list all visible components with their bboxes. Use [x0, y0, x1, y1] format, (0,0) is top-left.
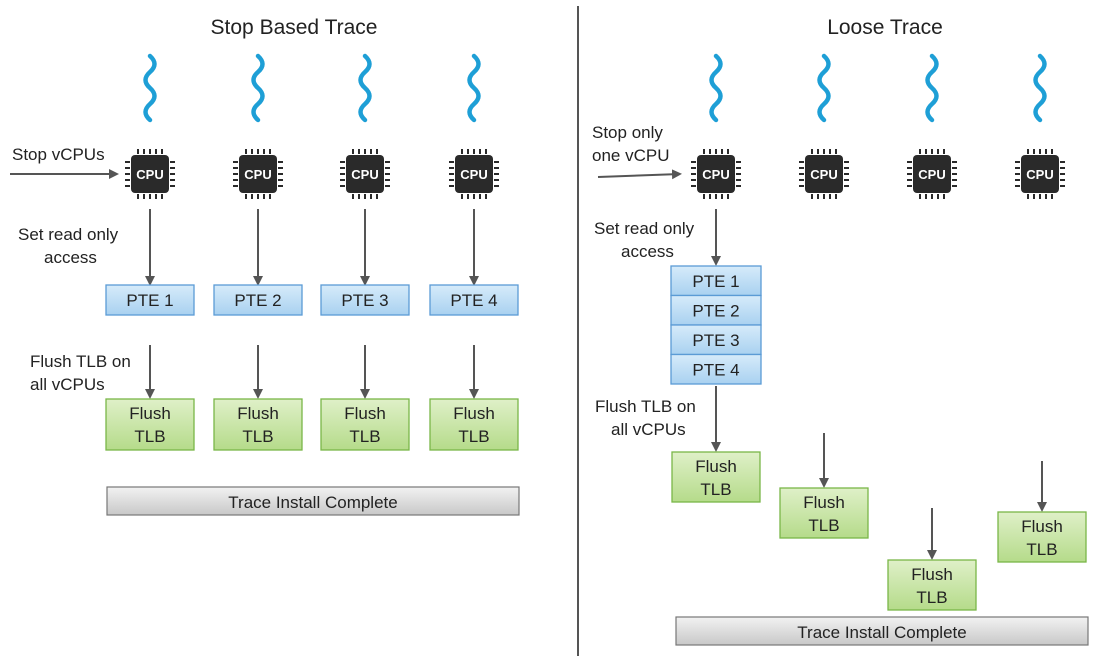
left-trace-install-label: Trace Install Complete — [228, 493, 397, 512]
left-trace-install-banner — [106, 486, 520, 516]
right-flush-tlb-4-label-line1: Flush — [1021, 517, 1063, 536]
right-panel: Loose Trace CPU CPU CPU CPU Stop only one v… — [592, 16, 1089, 646]
right-cpu-1-label: CPU — [702, 167, 729, 182]
left-cpu-2: CPU — [233, 149, 283, 199]
right-flush-label-line1: Flush TLB on — [595, 397, 696, 416]
right-trace-install-label: Trace Install Complete — [797, 623, 966, 642]
left-cpu-3-label: CPU — [351, 167, 378, 182]
left-set-label-line1: Set read only — [18, 225, 119, 244]
left-panel: Stop Based Trace CPU CPU CPU CPU Stop vCPUs… — [10, 16, 520, 516]
right-pte-3-label: PTE 3 — [692, 331, 739, 350]
right-pte-1: PTE 1 — [670, 265, 762, 297]
left-pte-1-label: PTE 1 — [126, 291, 173, 310]
left-wave-1 — [143, 53, 157, 123]
right-stop-label-line2: one vCPU — [592, 146, 669, 165]
left-flush-tlb-3-label-line1: Flush — [344, 404, 386, 423]
right-pte-4-label: PTE 4 — [692, 360, 739, 379]
left-set-label-line2: access — [44, 248, 97, 267]
left-flush-tlb-2-label-line1: Flush — [237, 404, 279, 423]
left-cpu-4-label: CPU — [460, 167, 487, 182]
right-cpu-2-label: CPU — [810, 167, 837, 182]
left-waves — [143, 53, 481, 123]
right-pte-2-label: PTE 2 — [692, 301, 739, 320]
right-cpu-3: CPU — [907, 149, 957, 199]
left-pte-4-label: PTE 4 — [450, 291, 497, 310]
right-set-label-line2: access — [621, 242, 674, 261]
left-flush-tlb-4-label-line2: TLB — [458, 427, 489, 446]
right-flush-tlb-1-label-line2: TLB — [700, 480, 731, 499]
right-cpu-4-label: CPU — [1026, 167, 1053, 182]
right-cpu-3-label: CPU — [918, 167, 945, 182]
left-flush-tlb-3-label-line2: TLB — [349, 427, 380, 446]
right-wave-4 — [1033, 53, 1047, 123]
left-pte-2-label: PTE 2 — [234, 291, 281, 310]
left-pte-3: PTE 3 — [320, 284, 410, 316]
left-wave-2 — [251, 53, 265, 123]
left-stop-label: Stop vCPUs — [12, 145, 105, 164]
left-cpus: CPU CPU CPU CPU — [125, 149, 499, 199]
right-pte-1-label: PTE 1 — [692, 272, 739, 291]
right-cpu-1: CPU — [691, 149, 741, 199]
left-flush-tlb-2-label-line2: TLB — [242, 427, 273, 446]
right-waves — [709, 53, 1047, 123]
left-wave-4 — [467, 53, 481, 123]
right-wave-1 — [709, 53, 723, 123]
left-flush-tlb-4-label-line1: Flush — [453, 404, 495, 423]
right-pte-3: PTE 3 — [670, 324, 762, 356]
left-pte-1: PTE 1 — [105, 284, 195, 316]
right-set-label-line1: Set read only — [594, 219, 695, 238]
right-pte-2: PTE 2 — [670, 294, 762, 326]
left-pte-4: PTE 4 — [429, 284, 519, 316]
left-pte-3-label: PTE 3 — [341, 291, 388, 310]
left-cpu-4: CPU — [449, 149, 499, 199]
right-flush-tlb-1-label-line1: Flush — [695, 457, 737, 476]
right-wave-3 — [925, 53, 939, 123]
right-stop-arrow — [597, 169, 682, 180]
right-wave-2 — [817, 53, 831, 123]
right-flush-tlb-4-label-line2: TLB — [1026, 540, 1057, 559]
left-flush-tlb-1-label-line2: TLB — [134, 427, 165, 446]
left-wave-3 — [358, 53, 372, 123]
right-flush-label-line2: all vCPUs — [611, 420, 686, 439]
left-flush-tlb-1-label-line1: Flush — [129, 404, 171, 423]
left-cpu-3: CPU — [340, 149, 390, 199]
left-panel-title: Stop Based Trace — [211, 16, 378, 39]
right-flush-tlb-3-label-line1: Flush — [911, 565, 953, 584]
right-cpus: CPU CPU CPU CPU — [691, 149, 1065, 199]
right-flush-tlb-2-label-line1: Flush — [803, 493, 845, 512]
left-cpu-1-label: CPU — [136, 167, 163, 182]
right-stop-label-line1: Stop only — [592, 123, 663, 142]
right-pte-4: PTE 4 — [670, 353, 762, 385]
left-cpu-1: CPU — [125, 149, 175, 199]
left-flush-label-line1: Flush TLB on — [30, 352, 131, 371]
right-cpu-4: CPU — [1015, 149, 1065, 199]
left-flush-label-line2: all vCPUs — [30, 375, 105, 394]
right-flush-tlb-3-label-line2: TLB — [916, 588, 947, 607]
right-cpu-2: CPU — [799, 149, 849, 199]
right-panel-title: Loose Trace — [827, 16, 943, 39]
right-flush-tlb-2-label-line2: TLB — [808, 516, 839, 535]
left-pte-2: PTE 2 — [213, 284, 303, 316]
right-trace-install-banner — [675, 616, 1089, 646]
left-cpu-2-label: CPU — [244, 167, 271, 182]
